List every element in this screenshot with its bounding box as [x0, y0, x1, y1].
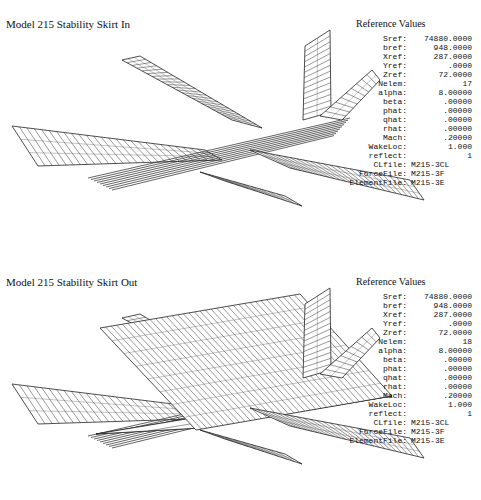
- wing-surface: [303, 288, 331, 378]
- parameter-value: .00000: [443, 124, 472, 133]
- parameter-value: 287.0000: [434, 52, 472, 61]
- parameter-value: 1: [467, 151, 472, 160]
- parameter-name: Mach:: [383, 133, 407, 142]
- parameter-value: 8.00000: [438, 88, 472, 97]
- parameter-name: rhat:: [383, 382, 407, 391]
- parameter-value: .00000: [443, 355, 472, 364]
- parameter-value: 1.000: [448, 400, 472, 409]
- panel-title: Model 215 Stability Skirt Out: [6, 276, 137, 288]
- parameter-value: .00000: [443, 97, 472, 106]
- parameter-name: beta:: [383, 355, 407, 364]
- parameter-name: Nelem:: [378, 79, 407, 88]
- parameter-value: .00000: [443, 373, 472, 382]
- parameter-value: 1.000: [448, 142, 472, 151]
- wing-surface: [320, 328, 380, 378]
- parameter-value: .00000: [443, 115, 472, 124]
- parameter-name: qhat:: [383, 115, 407, 124]
- parameter-name: Zref:: [383, 70, 407, 79]
- wing-surface: [100, 294, 392, 430]
- parameter-value: 18: [462, 337, 472, 346]
- fuselage-line: [88, 118, 350, 178]
- file-name: M215-3F: [411, 427, 445, 436]
- wing-surface: [12, 126, 222, 166]
- parameter-name: bref:: [383, 301, 407, 310]
- parameter-value: 1: [467, 409, 472, 418]
- parameter-value: .00000: [443, 382, 472, 391]
- parameter-value: 948.0000: [434, 301, 472, 310]
- parameter-value: 74880.0000: [424, 292, 472, 301]
- parameter-name: ElementFile:: [349, 436, 407, 445]
- parameter-value: 948.0000: [434, 43, 472, 52]
- parameter-name: Mach:: [383, 391, 407, 400]
- file-name: M215-3CL: [411, 160, 449, 169]
- parameter-value: 72.0000: [438, 328, 472, 337]
- parameter-name: ForceFile:: [359, 169, 407, 178]
- parameter-name: qhat:: [383, 373, 407, 382]
- parameter-name: rhat:: [383, 124, 407, 133]
- parameter-value: 17: [462, 79, 472, 88]
- parameter-name: Sref:: [383, 34, 407, 43]
- parameter-name: ForceFile:: [359, 427, 407, 436]
- file-name: M215-3E: [411, 178, 445, 187]
- wing-surface: [250, 408, 424, 458]
- parameter-name: alpha:: [378, 346, 407, 355]
- wing-surface: [200, 172, 302, 206]
- table-heading: Reference Values: [356, 18, 426, 29]
- aircraft-model: [12, 288, 424, 464]
- parameter-name: Xref:: [383, 310, 407, 319]
- parameter-name: Nelem:: [378, 337, 407, 346]
- wing-surface: [200, 430, 302, 464]
- panel-title: Model 215 Stability Skirt In: [6, 18, 130, 30]
- parameter-name: WakeLoc:: [369, 400, 407, 409]
- parameter-name: Zref:: [383, 328, 407, 337]
- parameter-value: 72.0000: [438, 70, 472, 79]
- file-name: M215-3E: [411, 436, 445, 445]
- parameter-name: reflect:: [369, 409, 407, 418]
- fuselage-line: [97, 125, 344, 183]
- parameter-name: Sref:: [383, 292, 407, 301]
- parameter-name: CLfile:: [373, 418, 407, 427]
- parameter-name: ElementFile:: [349, 178, 407, 187]
- file-name: M215-3CL: [411, 418, 449, 427]
- aircraft-model: [12, 30, 424, 206]
- parameter-name: Yref:: [383, 61, 407, 70]
- parameter-name: bref:: [383, 43, 407, 52]
- parameter-name: reflect:: [369, 151, 407, 160]
- table-heading: Reference Values: [356, 276, 426, 287]
- wing-surface: [250, 150, 424, 200]
- parameter-value: 8.00000: [438, 346, 472, 355]
- parameter-name: phat:: [383, 106, 407, 115]
- parameter-value: .00000: [443, 106, 472, 115]
- fuselage-line: [100, 127, 342, 184]
- parameter-value: .20000: [443, 133, 472, 142]
- parameter-name: beta:: [383, 97, 407, 106]
- parameter-value: 287.0000: [434, 310, 472, 319]
- fuselage-line: [106, 131, 338, 187]
- parameter-value: .20000: [443, 391, 472, 400]
- parameter-value: .00000: [443, 364, 472, 373]
- parameter-name: CLfile:: [373, 160, 407, 169]
- wing-surface: [122, 56, 262, 128]
- wing-surface: [303, 30, 331, 120]
- parameter-name: phat:: [383, 364, 407, 373]
- parameter-name: Xref:: [383, 52, 407, 61]
- parameter-value: .0000: [448, 319, 472, 328]
- fuselage-line: [103, 129, 340, 186]
- wing-surface: [320, 70, 380, 120]
- parameter-name: Yref:: [383, 319, 407, 328]
- parameter-value: .0000: [448, 61, 472, 70]
- parameter-value: 74880.0000: [424, 34, 472, 43]
- parameter-name: WakeLoc:: [369, 142, 407, 151]
- file-name: M215-3F: [411, 169, 445, 178]
- parameter-name: alpha:: [378, 88, 407, 97]
